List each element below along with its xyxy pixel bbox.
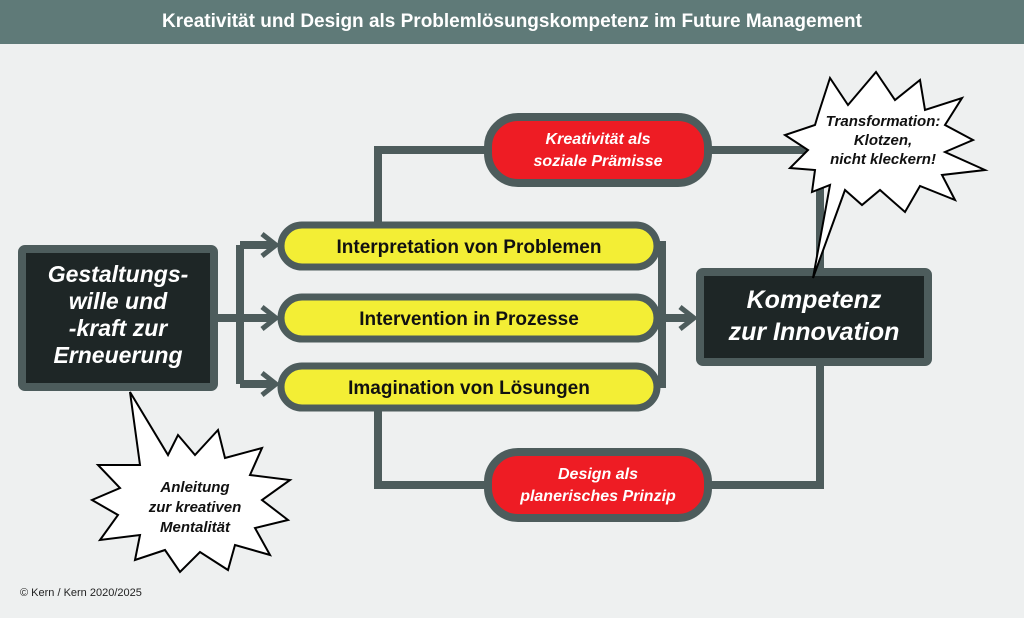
yellow-pill: Imagination von Lösungen (277, 362, 661, 412)
burst-line: Transformation: (826, 113, 941, 130)
arrow-heads (260, 232, 699, 397)
right-box: Kompetenz zur Innovation (696, 268, 932, 366)
left-box-line: wille und (69, 288, 168, 314)
burst-line: Klotzen, (854, 132, 912, 149)
pill-label: Interpretation von Problemen (337, 237, 602, 258)
copyright: © Kern / Kern 2020/2025 (20, 587, 142, 599)
starburst-bottom: Anleitung zur kreativen Mentalität (89, 391, 293, 574)
red-pill: Design als planerisches Prinzip (484, 448, 712, 522)
red-pill-line: planerisches Prinzip (519, 488, 676, 505)
pill-label: Imagination von Lösungen (348, 378, 590, 399)
burst-line: nicht kleckern! (830, 151, 936, 168)
page-title: Kreativität und Design als Problemlösung… (0, 0, 1024, 44)
red-pill: Kreativität als soziale Prämisse (484, 113, 712, 187)
left-box: Gestaltungs- wille und -kraft zur Erneue… (18, 245, 218, 391)
starburst-top: Transformation: Klotzen, nicht kleckern! (782, 70, 989, 279)
burst-line: zur kreativen (148, 499, 242, 516)
left-box-line: Gestaltungs- (48, 261, 189, 287)
right-box-line: zur Innovation (728, 318, 900, 346)
yellow-pill: Intervention in Prozesse (277, 293, 661, 343)
left-box-line: -kraft zur (69, 315, 168, 341)
red-pill-line: Kreativität als (546, 131, 651, 148)
burst-line: Mentalität (160, 519, 231, 536)
red-pill-line: soziale Prämisse (534, 153, 663, 170)
right-box-line: Kompetenz (747, 286, 882, 314)
left-box-line: Erneuerung (53, 342, 182, 368)
pill-label: Intervention in Prozesse (359, 309, 579, 330)
red-pill-line: Design als (558, 466, 638, 483)
yellow-pill: Interpretation von Problemen (277, 221, 661, 271)
burst-line: Anleitung (159, 479, 229, 496)
